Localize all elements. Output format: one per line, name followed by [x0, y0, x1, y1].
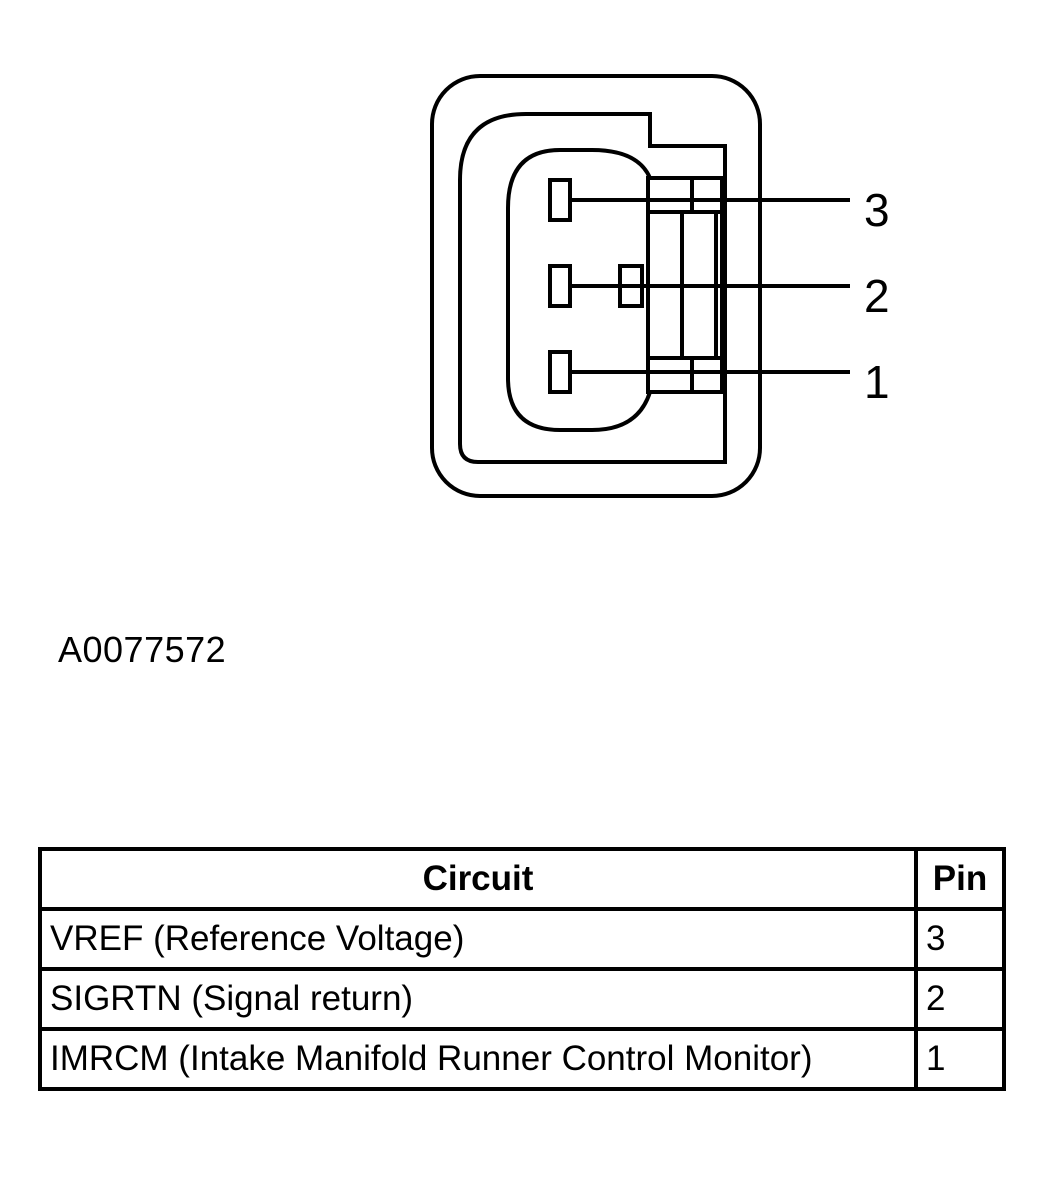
pin-3-terminal — [548, 178, 572, 222]
pin-1-terminal — [548, 350, 572, 394]
pin-3-label: 3 — [864, 184, 890, 236]
pin-cavity — [506, 148, 652, 432]
pin-1-label: 1 — [864, 356, 890, 408]
pin-2-label: 2 — [864, 270, 890, 322]
circuit-column-header: Circuit — [38, 847, 918, 911]
figure-id: A0077572 — [58, 629, 227, 670]
table-header-row: Circuit Pin — [38, 847, 1006, 911]
circuit-cell: SIGRTN (Signal return) — [38, 967, 918, 1031]
connector-diagram: 3 2 1 — [430, 74, 890, 498]
circuit-cell: VREF (Reference Voltage) — [38, 907, 918, 971]
pin-cell: 1 — [914, 1027, 1006, 1091]
table-row: VREF (Reference Voltage) 3 — [38, 907, 1006, 971]
circuit-pin-table: Circuit Pin VREF (Reference Voltage) 3 S… — [38, 847, 1006, 1091]
connector-housing-inner — [458, 112, 727, 464]
pin-cell: 2 — [914, 967, 1006, 1031]
table-row: IMRCM (Intake Manifold Runner Control Mo… — [38, 1027, 1006, 1091]
pin-column-header: Pin — [914, 847, 1006, 911]
table-row: SIGRTN (Signal return) 2 — [38, 967, 1006, 1031]
pin-2-terminal — [548, 264, 572, 308]
pin-cell: 3 — [914, 907, 1006, 971]
circuit-cell: IMRCM (Intake Manifold Runner Control Mo… — [38, 1027, 918, 1091]
